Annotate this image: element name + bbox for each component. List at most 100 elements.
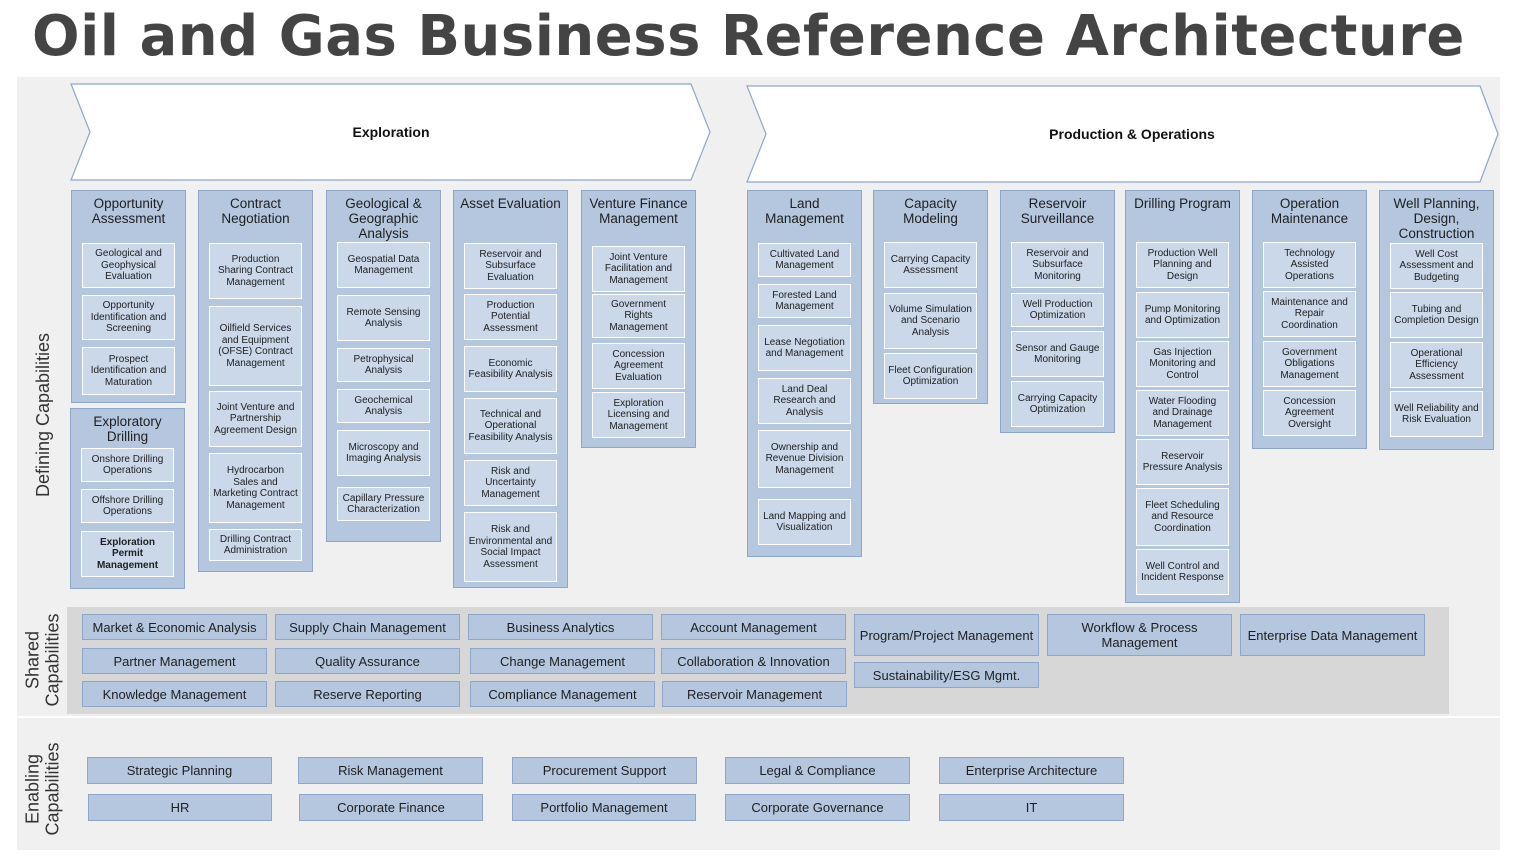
sub-capability[interactable]: Lease Negotiation and Management <box>758 325 851 371</box>
sub-capability[interactable]: Exploration Permit Management <box>81 531 174 577</box>
sub-capability[interactable]: Risk and Environmental and Social Impact… <box>464 512 557 582</box>
sub-capability[interactable]: Carrying Capacity Optimization <box>1011 381 1104 427</box>
capability-title: Asset Evaluation <box>460 196 561 211</box>
sub-capability[interactable]: Government Obligations Management <box>1263 341 1356 387</box>
capability-title: Reservoir Surveillance <box>1020 196 1095 226</box>
sub-capability[interactable]: Drilling Contract Administration <box>209 529 302 561</box>
sub-capability[interactable]: Fleet Configuration Optimization <box>884 353 977 399</box>
sub-capability[interactable]: Tubing and Completion Design <box>1390 292 1483 338</box>
sub-capability[interactable]: Economic Feasibility Analysis <box>464 346 557 392</box>
shared-label: Shared Capabilities <box>23 613 64 707</box>
production-chevron: Production & Operations <box>746 85 1500 183</box>
shared-capability[interactable]: Enterprise Data Management <box>1240 614 1425 656</box>
sub-capability[interactable]: Maintenance and Repair Coordination <box>1263 291 1356 337</box>
sub-capability[interactable]: Well Control and Incident Response <box>1136 549 1229 595</box>
sub-capability[interactable]: Microscopy and Imaging Analysis <box>337 430 430 476</box>
shared-capability[interactable]: Reservoir Management <box>662 681 847 707</box>
enabling-capability[interactable]: Portfolio Management <box>512 794 696 821</box>
sub-capability[interactable]: Technical and Operational Feasibility An… <box>464 398 557 454</box>
sub-capability[interactable]: Opportunity Identification and Screening <box>82 295 175 340</box>
sub-capability[interactable]: Gas Injection Monitoring and Control <box>1136 341 1229 387</box>
shared-capability[interactable]: Compliance Management <box>470 681 655 707</box>
sub-capability[interactable]: Joint Venture Facilitation and Managemen… <box>592 246 685 292</box>
sub-capability[interactable]: Geospatial Data Management <box>337 242 430 288</box>
shared-capability[interactable]: Account Management <box>661 614 846 640</box>
sub-capability[interactable]: Sensor and Gauge Monitoring <box>1011 331 1104 377</box>
sub-capability[interactable]: Geochemical Analysis <box>337 389 430 423</box>
shared-capability[interactable]: Change Management <box>470 648 655 674</box>
capability-title: Contract Negotiation <box>221 196 290 226</box>
sub-capability[interactable]: Volume Simulation and Scenario Analysis <box>884 293 977 349</box>
sub-capability[interactable]: Concession Agreement Evaluation <box>592 343 685 389</box>
shared-capability[interactable]: Sustainability/ESG Mgmt. <box>854 662 1039 688</box>
defining-label: Defining Capabilities <box>33 332 53 498</box>
sub-capability[interactable]: Well Cost Assessment and Budgeting <box>1390 243 1483 289</box>
sub-capability[interactable]: Production Sharing Contract Management <box>209 243 302 299</box>
sub-capability[interactable]: Forested Land Management <box>758 284 851 318</box>
sub-capability[interactable]: Petrophysical Analysis <box>337 348 430 382</box>
sub-capability[interactable]: Reservoir Pressure Analysis <box>1136 439 1229 485</box>
shared-capability[interactable]: Reserve Reporting <box>275 681 460 707</box>
enabling-label: Enabling Capabilities <box>23 742 64 836</box>
enabling-capability[interactable]: IT <box>939 794 1124 821</box>
sub-capability[interactable]: Oilfield Services and Equipment (OFSE) C… <box>209 306 302 386</box>
sub-capability[interactable]: Land Mapping and Visualization <box>758 499 851 545</box>
sub-capability[interactable]: Prospect Identification and Maturation <box>82 347 175 395</box>
exploration-chevron-label: Exploration <box>352 124 430 140</box>
sub-capability[interactable]: Risk and Uncertainty Management <box>464 460 557 506</box>
shared-capability[interactable]: Business Analytics <box>468 614 653 640</box>
capability-title: Geological & Geographic Analysis <box>345 196 422 241</box>
sub-capability[interactable]: Well Reliability and Risk Evaluation <box>1390 391 1483 437</box>
sub-capability[interactable]: Government Rights Management <box>592 294 685 338</box>
sub-capability[interactable]: Well Production Optimization <box>1011 293 1104 327</box>
sub-capability[interactable]: Reservoir and Subsurface Monitoring <box>1011 242 1104 288</box>
enabling-capability[interactable]: Corporate Governance <box>725 794 910 821</box>
sub-capability[interactable]: Ownership and Revenue Division Managemen… <box>758 430 851 488</box>
sub-capability[interactable]: Production Potential Assessment <box>464 294 557 340</box>
sub-capability[interactable]: Remote Sensing Analysis <box>337 295 430 341</box>
enabling-capability[interactable]: Legal & Compliance <box>725 757 910 784</box>
sub-capability[interactable]: Capillary Pressure Characterization <box>337 487 430 521</box>
sub-capability[interactable]: Water Flooding and Drainage Management <box>1136 390 1229 436</box>
sub-capability[interactable]: Operational Efficiency Assessment <box>1390 342 1483 388</box>
shared-capability[interactable]: Quality Assurance <box>275 648 460 674</box>
sub-capability[interactable]: Joint Venture and Partnership Agreement … <box>209 391 302 447</box>
sub-capability[interactable]: Fleet Scheduling and Resource Coordinati… <box>1136 488 1229 546</box>
capability-title: Operation Maintenance <box>1270 196 1349 226</box>
capability-title: Venture Finance Management <box>589 196 688 226</box>
shared-capability[interactable]: Workflow & Process Management <box>1047 614 1232 656</box>
sub-capability[interactable]: Geological and Geophysical Evaluation <box>82 243 175 288</box>
enabling-capability[interactable]: Risk Management <box>298 757 483 784</box>
shared-capability[interactable]: Market & Economic Analysis <box>82 614 267 640</box>
exploration-chevron: Exploration <box>70 83 712 181</box>
sub-capability[interactable]: Onshore Drilling Operations <box>81 448 174 482</box>
capability-title: Land Management <box>765 196 844 226</box>
capability-title: Well Planning, Design, Construction <box>1393 196 1480 241</box>
enabling-capability[interactable]: Enterprise Architecture <box>939 757 1124 784</box>
shared-capability[interactable]: Collaboration & Innovation <box>661 648 846 674</box>
sub-capability[interactable]: Offshore Drilling Operations <box>81 489 174 523</box>
enabling-capability[interactable]: Corporate Finance <box>299 794 483 821</box>
sub-capability[interactable]: Cultivated Land Management <box>758 243 851 277</box>
page-title: Oil and Gas Business Reference Architect… <box>32 4 1465 69</box>
capability-title: Opportunity Assessment <box>91 196 166 226</box>
sub-capability[interactable]: Concession Agreement Oversight <box>1263 390 1356 436</box>
shared-capability[interactable]: Knowledge Management <box>82 681 267 707</box>
shared-capability[interactable]: Supply Chain Management <box>275 614 460 640</box>
enabling-capability[interactable]: Procurement Support <box>512 757 697 784</box>
sub-capability[interactable]: Carrying Capacity Assessment <box>884 242 977 288</box>
shared-capability[interactable]: Program/Project Management <box>854 614 1039 656</box>
sub-capability[interactable]: Exploration Licensing and Management <box>592 392 685 438</box>
sub-capability[interactable]: Reservoir and Subsurface Evaluation <box>464 243 557 289</box>
sub-capability[interactable]: Technology Assisted Operations <box>1263 242 1356 288</box>
sub-capability[interactable]: Hydrocarbon Sales and Marketing Contract… <box>209 453 302 523</box>
shared-capability[interactable]: Partner Management <box>82 648 267 674</box>
enabling-capability[interactable]: Strategic Planning <box>87 757 272 784</box>
sub-capability[interactable]: Production Well Planning and Design <box>1136 242 1229 288</box>
enabling-capability[interactable]: HR <box>88 794 272 821</box>
capability-title: Exploratory Drilling <box>93 414 162 444</box>
sub-capability[interactable]: Pump Monitoring and Optimization <box>1136 292 1229 338</box>
capability-title: Drilling Program <box>1134 196 1231 211</box>
production-chevron-label: Production & Operations <box>1049 126 1215 142</box>
sub-capability[interactable]: Land Deal Research and Analysis <box>758 378 851 424</box>
